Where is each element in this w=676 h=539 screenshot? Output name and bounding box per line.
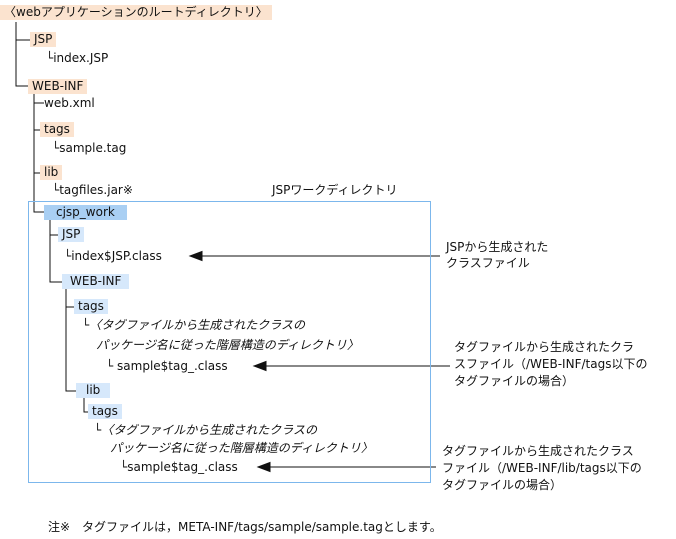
index-jsp-file: └index.JSP (46, 51, 109, 65)
sample-class-file-1: └ sample$tag_.class (106, 359, 228, 373)
from-jsp-label-line2: クラスファイル (446, 256, 530, 270)
from-tags-label-line3: タグファイルの場合） (454, 374, 575, 388)
tags-dir: tags (40, 122, 74, 137)
work-web-inf-dir: WEB-INF (62, 274, 130, 289)
jsp-work-directory-frame (28, 201, 431, 483)
from-tags-label-line2: スファイル（/WEB-INF/tags以下の (454, 357, 648, 371)
work-lib-tags-dir: tags (88, 404, 122, 419)
jsp-work-dir-label: JSPワークディレクトリ (272, 183, 398, 197)
package-dir-2-line2: パッケージ名に従った階層構造のディレクトリ〉 (110, 441, 373, 455)
footnote: 注※ タグファイルは，META-INF/tags/sample/sample.t… (48, 520, 442, 534)
web-inf-dir: WEB-INF (28, 79, 88, 94)
work-tags-dir: tags (74, 299, 108, 314)
sample-class-file-2: └sample$tag_.class (120, 460, 238, 474)
from-tags-label-line1: タグファイルから生成されたクラ (454, 340, 635, 354)
from-lib-label-line3: タグファイルの場合） (442, 478, 563, 492)
web-xml-file: web.xml (44, 96, 95, 110)
work-jsp-dir: JSP (58, 227, 85, 242)
package-dir-1-line2: パッケージ名に従った階層構造のディレクトリ〉 (96, 338, 359, 352)
cjsp-work-dir: cjsp_work (44, 205, 127, 220)
package-dir-2-line1: └〈タグファイルから生成されたクラスの (94, 423, 317, 437)
tagfiles-jar-file: └tagfiles.jar※ (52, 183, 133, 197)
package-dir-1-line1: └〈タグファイルから生成されたクラスの (82, 318, 305, 332)
jsp-dir: JSP (30, 32, 57, 47)
lib-dir: lib (40, 165, 63, 180)
sample-tag-file: └sample.tag (52, 141, 127, 155)
from-jsp-label-line1: JSPから生成された (446, 240, 549, 254)
index-class-file: └index$JSP.class (64, 249, 162, 263)
from-lib-label-line1: タグファイルから生成されたクラス (442, 444, 634, 458)
from-lib-label-line2: ファイル（/WEB-INF/lib/tags以下の (442, 461, 642, 475)
web-app-root-dir: 〈webアプリケーションのルートディレクトリ〉 (0, 5, 272, 20)
work-lib-dir: lib (76, 383, 111, 398)
